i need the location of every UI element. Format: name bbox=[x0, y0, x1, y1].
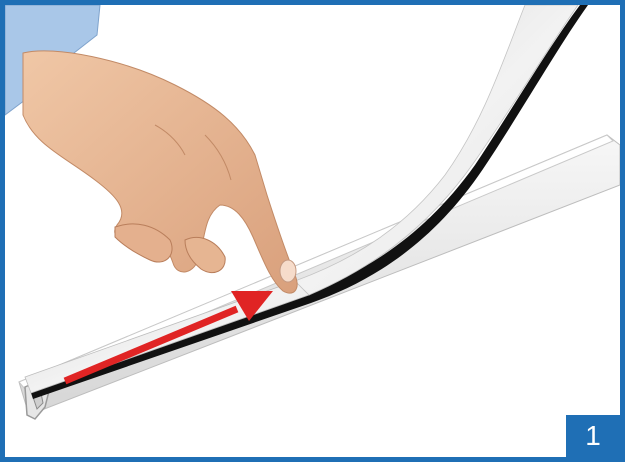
pointing-hand bbox=[5, 5, 297, 293]
direction-arrow-icon bbox=[65, 291, 273, 381]
step-number-badge: 1 bbox=[566, 415, 620, 457]
instruction-illustration bbox=[5, 5, 620, 457]
